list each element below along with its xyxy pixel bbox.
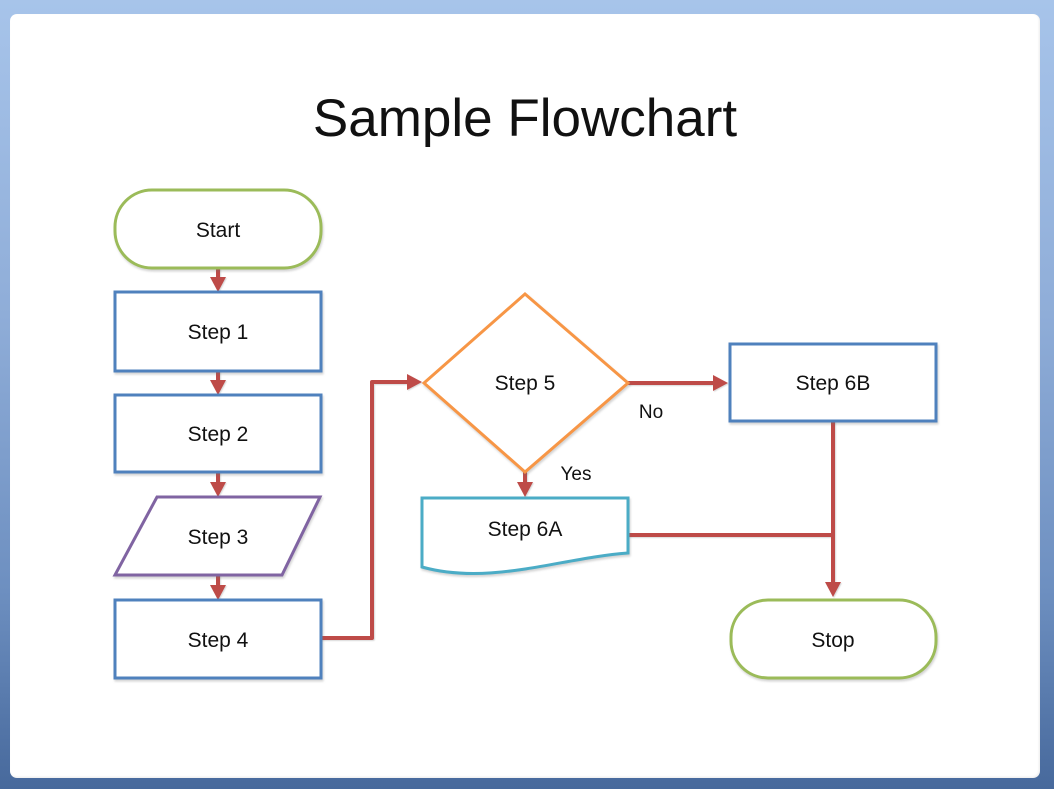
arrowhead-step2-step3 [210,482,226,497]
edge-labels: No Yes [561,402,664,485]
arrowheads [210,277,841,600]
slide-title: Sample Flowchart [312,89,738,148]
node-label-step1: Step 1 [188,321,249,344]
node-label-step2: Step 2 [188,423,249,446]
node-label-start: Start [196,219,241,242]
arrowhead-step4-step5 [407,374,422,390]
node-labels: Start Step 1 Step 2 Step 3 Step 4 Step 5… [188,219,871,652]
node-step5-decision-diamond [421,292,631,474]
arrowhead-step5-step6b [713,375,728,391]
arrowhead-step5-step6a [517,482,533,497]
node-step6b-process [728,342,938,423]
node-step3-parallelogram [112,495,323,577]
arrow-step4-step5 [321,380,409,640]
node-step2-process [113,393,323,474]
arrowhead-start-step1 [210,277,226,292]
node-start-terminator [113,188,323,270]
connectors [216,268,835,640]
node-label-step5: Step 5 [495,372,556,395]
node-label-stop: Stop [811,629,854,652]
node-step6a-document [420,496,630,576]
nodes [112,188,938,680]
node-label-step6b: Step 6B [796,372,871,395]
node-label-step3: Step 3 [188,526,249,549]
arrowhead-step6b-stop [825,582,841,597]
node-step4-process [113,598,323,680]
arrowhead-step3-step4 [210,585,226,600]
node-step1-process [113,290,323,373]
edge-label-no: No [639,402,663,423]
edge-label-yes: Yes [561,464,592,485]
node-stop-terminator [729,598,938,680]
node-label-step6a: Step 6A [488,518,563,541]
node-label-step4: Step 4 [188,629,249,652]
arrowhead-step1-step2 [210,380,226,395]
